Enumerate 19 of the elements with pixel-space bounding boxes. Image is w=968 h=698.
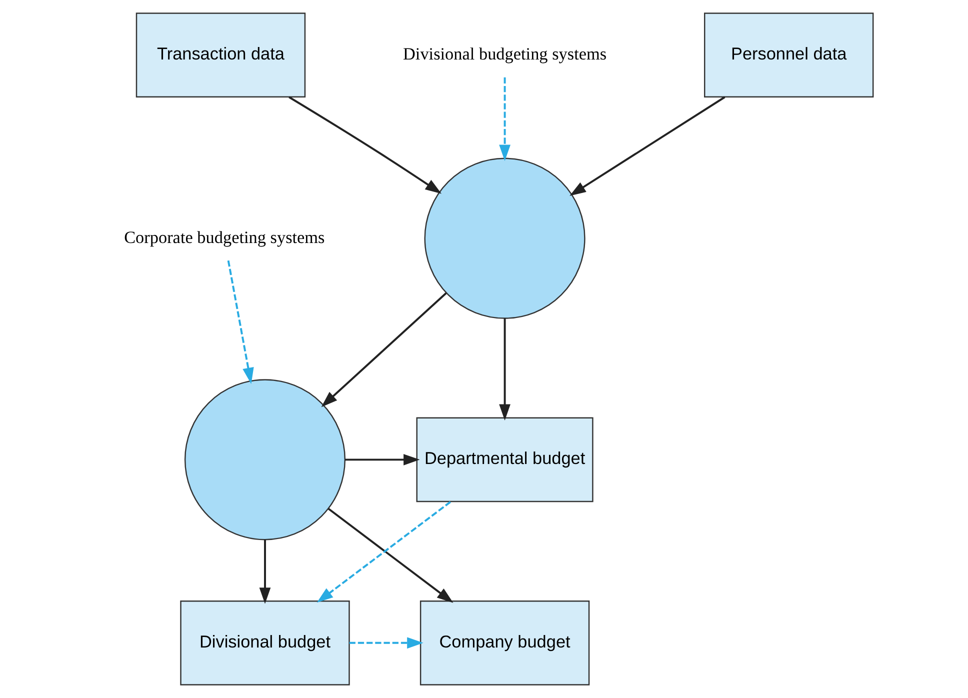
arrow bbox=[327, 508, 453, 603]
arrow bbox=[498, 77, 510, 162]
arrow bbox=[498, 318, 510, 420]
node-circle bbox=[184, 379, 346, 540]
arrow bbox=[344, 454, 420, 466]
arrow bbox=[258, 540, 270, 604]
node-box: Personnel data bbox=[704, 12, 874, 98]
node-text: Divisional budgeting systems bbox=[402, 44, 606, 64]
arrow bbox=[288, 96, 441, 194]
node-box: Transaction data bbox=[135, 12, 306, 98]
arrow bbox=[320, 292, 446, 408]
node-text: Corporate budgeting systems bbox=[124, 228, 324, 247]
arrow bbox=[316, 501, 450, 603]
node-box: Company budget bbox=[419, 600, 590, 686]
arrow bbox=[569, 96, 725, 196]
node-box: Departmental budget bbox=[416, 417, 593, 502]
arrow bbox=[348, 637, 423, 649]
arrow bbox=[226, 260, 254, 384]
node-box: Divisional budget bbox=[180, 600, 350, 686]
